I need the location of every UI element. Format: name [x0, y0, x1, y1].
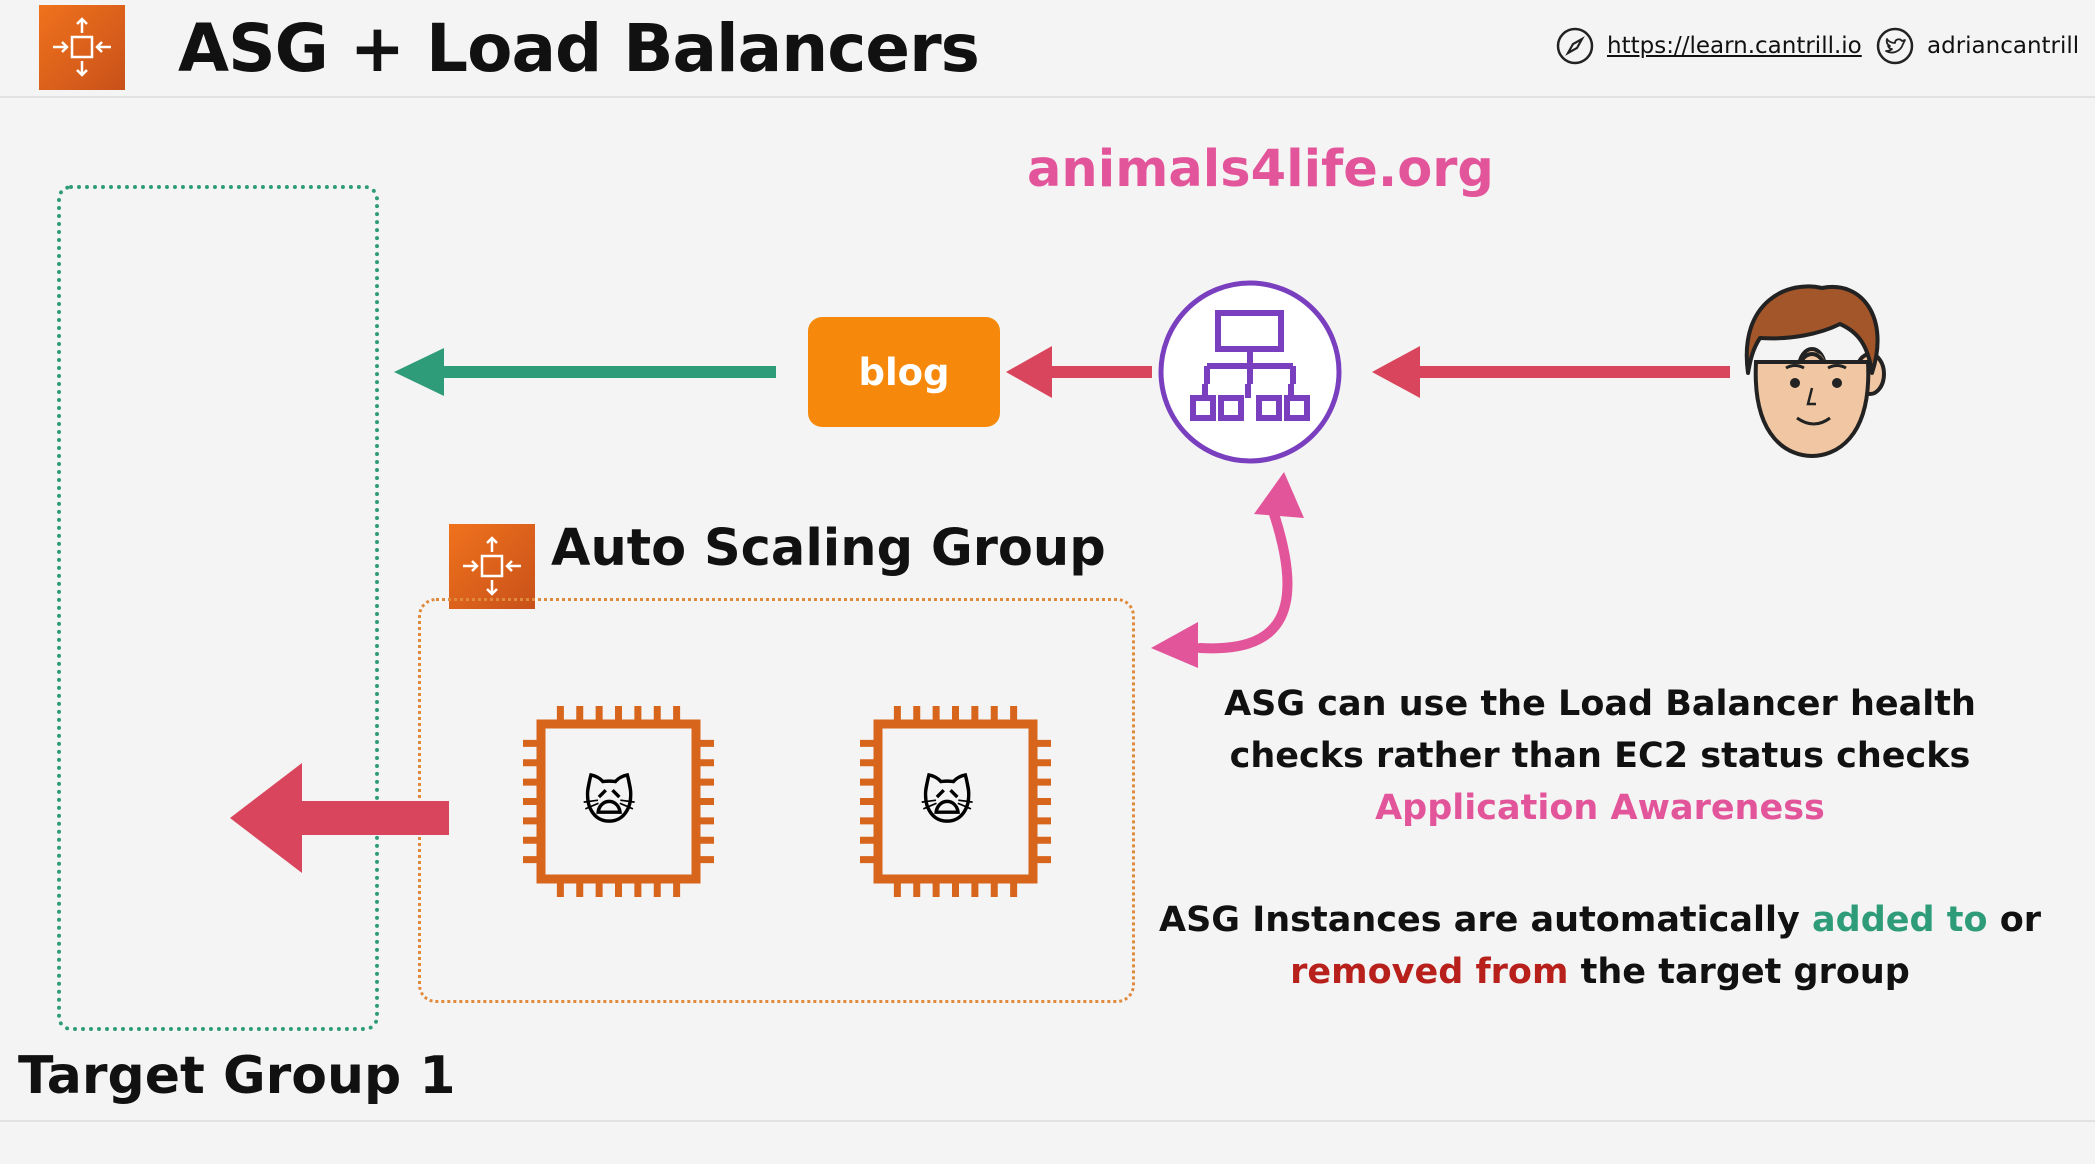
- target-group-box: [57, 185, 379, 1031]
- health-line-1: ASG can use the Load Balancer health: [1224, 684, 1976, 724]
- blog-box: blog: [808, 317, 1000, 427]
- instances-note: ASG Instances are automatically added to…: [1150, 894, 2050, 998]
- health-check-note: ASG can use the Load Balancer health che…: [1150, 678, 2050, 834]
- website-link[interactable]: https://learn.cantrill.io: [1607, 33, 1862, 59]
- asg-label: Auto Scaling Group: [551, 519, 1106, 578]
- health-line-2: checks rather than EC2 status checks: [1229, 736, 1971, 776]
- red-arrow-asg-to-target: [230, 763, 449, 873]
- website-link-group[interactable]: https://learn.cantrill.io: [1555, 26, 1862, 66]
- red-arrow-lb-to-blog: [1006, 346, 1152, 398]
- twitter-handle[interactable]: adriancantrill: [1927, 33, 2080, 59]
- pink-health-check-arrow: [1151, 472, 1304, 668]
- twitter-icon: [1876, 27, 1914, 65]
- twitter-link-group[interactable]: adriancantrill: [1875, 26, 2079, 66]
- slide-header: ASG + Load Balancers https://learn.cantr…: [0, 0, 2095, 98]
- user-face-icon: [1744, 284, 1886, 459]
- instance-emoji-1: 🙀: [582, 772, 637, 832]
- instances-line-1: ASG Instances are automatically added to…: [1150, 894, 2050, 946]
- asg-icon: [449, 524, 535, 609]
- blog-label: blog: [858, 350, 950, 394]
- compass-icon: [1556, 27, 1594, 65]
- ec2-instance-chip-icon: [860, 706, 1051, 897]
- page-title: ASG + Load Balancers: [178, 10, 980, 87]
- green-arrow: [394, 348, 776, 396]
- instances-text-1: ASG Instances are automatically: [1158, 900, 1813, 940]
- instance-emoji-2: 🙀: [920, 772, 975, 832]
- footer-divider: [0, 1120, 2095, 1122]
- domain-label: animals4life.org: [1027, 140, 1494, 199]
- application-awareness: Application Awareness: [1375, 788, 1825, 828]
- ec2-instance-chip-icon: [523, 706, 714, 897]
- instances-text-2: or: [1987, 900, 2042, 940]
- target-group-label: Target Group 1: [18, 1046, 456, 1106]
- removed-from-text: removed from: [1290, 952, 1569, 992]
- load-balancer-hierarchy-icon: [1158, 280, 1342, 464]
- instances-text-3: the target group: [1568, 952, 1910, 992]
- auto-scaling-icon: [39, 5, 125, 90]
- red-arrow-user-to-lb: [1372, 346, 1730, 398]
- added-to-text: added to: [1812, 900, 1988, 940]
- asg-box: [418, 598, 1135, 1003]
- instances-line-2: removed from the target group: [1150, 946, 2050, 998]
